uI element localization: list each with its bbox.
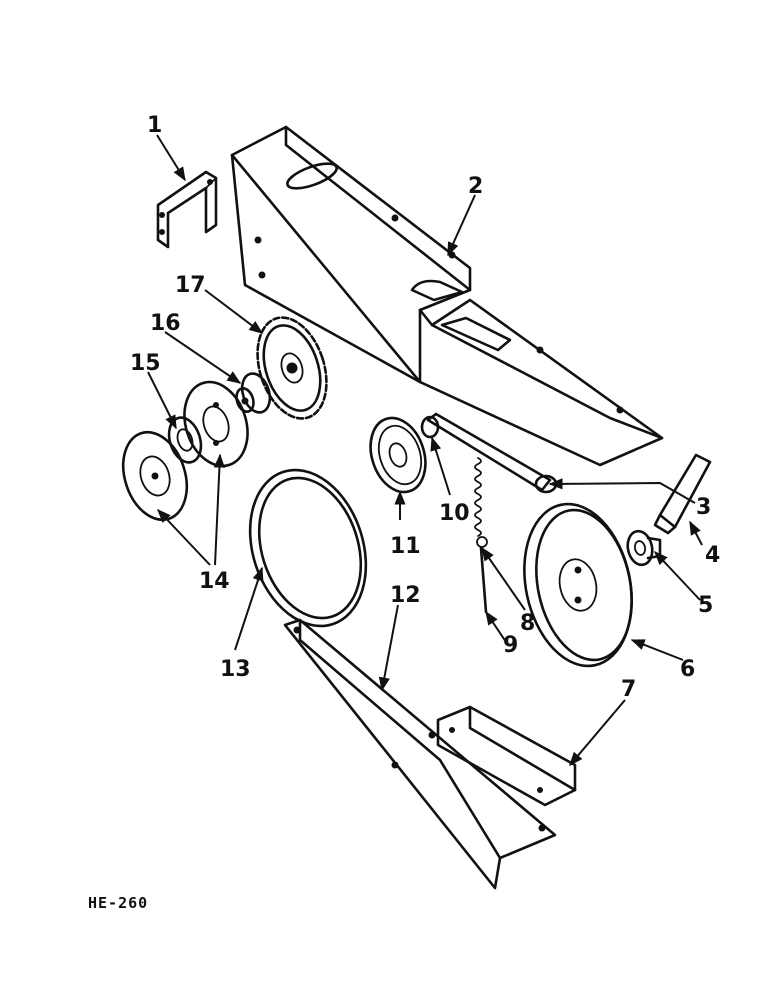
callout-8: 8: [520, 611, 535, 636]
callout-15: 15: [130, 351, 161, 376]
callout-9: 9: [503, 633, 518, 658]
hub-part-5: [626, 529, 662, 567]
leader-lines: [147, 134, 703, 767]
lower-bracket-part-7: [436, 705, 577, 807]
callout-12: 12: [390, 583, 421, 608]
idler-pulley-part-11: [369, 416, 427, 494]
rod-part-9: [479, 546, 488, 614]
callout-17: 17: [175, 273, 206, 298]
lower-shield-part-12: [283, 618, 557, 890]
callout-10: 10: [439, 501, 470, 526]
callout-13: 13: [220, 657, 251, 682]
belt-part-13: [248, 468, 368, 628]
callout-16: 16: [150, 311, 181, 336]
callout-2: 2: [468, 174, 483, 199]
callout-7: 7: [621, 677, 636, 702]
callout-1: 1: [147, 113, 162, 138]
callout-11: 11: [390, 534, 421, 559]
bracket-part-1: [156, 170, 218, 249]
callout-5: 5: [698, 593, 713, 618]
drive-pulley-part-6: [523, 502, 633, 668]
sprocket-part-17: [256, 316, 328, 420]
callout-3: 3: [696, 495, 711, 520]
hub-part-16: [235, 372, 272, 414]
bracket-part-4: [653, 453, 712, 535]
spring-part-8: [474, 457, 488, 548]
callout-4: 4: [705, 543, 720, 568]
upper-shield-part-2: [230, 125, 664, 467]
figure-caption: HE-260: [88, 894, 148, 912]
callout-6: 6: [680, 657, 695, 682]
callout-14: 14: [199, 569, 230, 594]
idler-arm-part-3: [420, 412, 558, 494]
